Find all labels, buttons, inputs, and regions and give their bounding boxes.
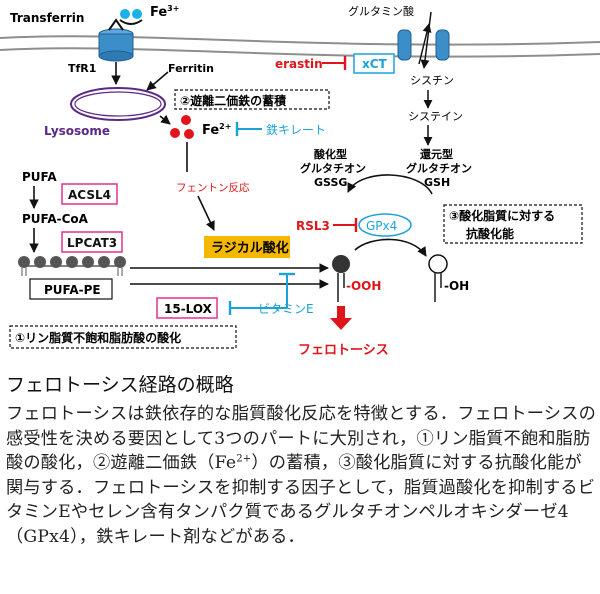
gpx4-label: GPx4 [366,219,397,233]
tfr1-receptor [98,18,134,62]
cell-membrane-inner [0,47,600,58]
fenton-to-radical-arrow [197,195,215,231]
fenton-label: フェントン反応 [176,181,250,194]
lysosome-label: Lysosome [44,124,110,138]
antioxidant-label-line2: 抗酸化能 [466,226,514,241]
fe2-ion-icon [181,115,191,125]
pufa-pe-box [29,278,113,300]
transferrin-label: Transferrin [10,11,84,25]
lox-box [156,297,218,319]
lysosome-to-fe2-arrow [159,114,171,125]
caption-body-sup: 2+ [236,453,252,465]
acsl4-label: ACSL4 [68,188,111,202]
caption-body-part1: フェロトーシスは鉄依存的な脂質酸化反応を特徴とする．フェロトーシスの感受性を決め… [6,404,596,474]
glutamate-out-arrow [418,23,432,65]
fe3-label: Fe3+ [150,4,179,20]
fe2-ion-icon [170,128,180,138]
pufa-oxidation-label: ①リン脂質不飽和脂肪酸の酸化 [15,330,181,345]
lipid-hydroperoxide-icon [332,255,350,302]
ooh-label: -OOH [346,279,381,293]
gssg-label-line2: グルタチオン [300,161,366,175]
ferritin-arrow [146,71,169,91]
caption-body-part2: ）の蓄積，③酸化脂質に対する抗酸化能が関与する．フェロトーシスを抑制する因子とし… [6,453,596,547]
rsl3-label: RSL3 [296,219,330,233]
free-iron-label: ②遊離二価鉄の蓄積 [180,93,287,108]
xct-label: xCT [362,57,388,71]
vitamin-e-label: ビタミンE [258,302,314,316]
erastin-label: erastin [275,57,323,71]
caption-body: フェロトーシスは鉄依存的な脂質酸化反応を特徴とする．フェロトーシスの感受性を決め… [6,402,596,550]
lipid-alcohol-icon [428,254,448,302]
glutamate-label: グルタミン酸 [348,4,414,18]
lysosome-inner [74,91,162,117]
acsl4-box [61,183,118,205]
antioxidant-label-line1: ③酸化脂質に対する [449,208,555,223]
cystine-label: シスチン [410,74,454,87]
antioxidant-box [443,204,583,244]
gssg-label-line3: GSSG [314,176,347,189]
pufa-oxidation-box [9,325,237,349]
phospholipid-membrane-icon [18,256,126,276]
free-iron-box [174,89,330,110]
gsh-label-line2: グルタチオン [406,161,472,175]
lpcat3-box [61,231,123,253]
transferrin-iron-icon [120,9,130,19]
xct-box [353,53,395,74]
fe2-label: Fe2+ [202,122,231,138]
pufa-pe-label: PUFA-PE [44,283,101,297]
tfr1-label: TfR1 [68,62,96,75]
radical-oxidation-label: ラジカル酸化 [211,240,289,256]
cysteine-label: システイン [408,110,463,123]
cell-membrane-outer [0,35,600,46]
caption-title: フェロトーシス経路の概略 [6,374,234,396]
ferroptosis-label: フェロトーシス [298,343,389,358]
gpx4-ellipse [358,213,412,237]
transferrin-protein [119,19,143,25]
gsh-to-gssg-arrow [347,174,433,195]
xct-transporter [397,29,450,61]
gssg-label-line1: 酸化型 [314,147,347,161]
gsh-label-line1: 還元型 [420,147,453,161]
ferritin-label: Ferritin [168,62,214,75]
looh-to-loh-arrow [354,238,427,257]
cystine-in-arrow [420,11,432,69]
gsh-label-line3: GSH [424,176,450,189]
chelator-label: 鉄キレート [266,122,326,137]
pufa-label: PUFA [22,170,57,184]
lysosome-outer [70,87,166,121]
fe2-ion-icon [184,129,194,139]
ferroptosis-arrow [330,306,352,330]
oh-label: -OH [444,279,469,293]
transferrin-iron-icon [132,9,142,19]
pufa-coa-label: PUFA-CoA [22,212,89,226]
lpcat3-label: LPCAT3 [67,236,117,250]
ferroptosis-pathway-diagram: Transferrin Fe3+ TfR1 Ferritin Lysosome … [0,4,600,358]
figure-caption: フェロトーシス経路の概略 フェロトーシスは鉄依存的な脂質酸化反応を特徴とする．フ… [6,372,596,550]
radical-oxidation-box [204,236,290,258]
lox-label: 15-LOX [164,302,213,316]
